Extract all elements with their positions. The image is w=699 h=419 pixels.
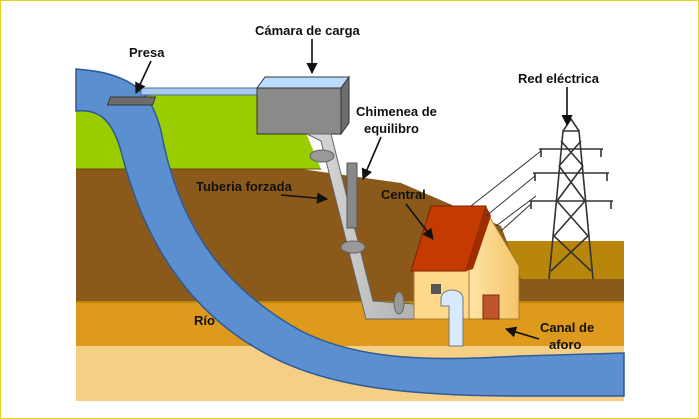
label-rio: Río [194,313,215,328]
roof-side [466,206,491,271]
arrow-icon [405,203,434,240]
headrace-canal [140,87,262,96]
pipe-joint [393,291,405,315]
river-body [75,68,625,397]
pipe-joint [340,240,366,254]
arrow-icon [361,136,382,181]
powerhouse-icon [410,205,520,347]
river [75,68,625,397]
label-canal-line1: Canal de [540,320,594,335]
pipe-joint [309,149,335,163]
door [482,294,500,320]
surge-chimney [346,162,358,229]
arrow-icon [504,326,540,340]
power-lines [470,150,542,232]
window [431,284,441,294]
label-central: Central [381,187,426,202]
penstock [306,133,442,320]
label-canal-line2: aforo [549,337,582,352]
dam [106,96,157,106]
turbine-outlet [440,289,464,347]
transmission-tower-icon [529,117,613,280]
label-tuberia-forzada: Tuberia forzada [196,179,293,194]
label-camara-de-carga: Cámara de carga [255,23,361,38]
label-presa: Presa [129,45,165,60]
arrow-icon [135,60,152,95]
soil-right-strip [511,279,624,301]
arrows [135,39,573,340]
label-chimenea-line2: equilibro [364,121,419,136]
label-red-electrica: Red eléctrica [518,71,600,86]
label-chimenea-line1: Chimenea de [356,104,437,119]
arrow-icon [280,192,329,204]
forebay-tank [256,75,350,136]
